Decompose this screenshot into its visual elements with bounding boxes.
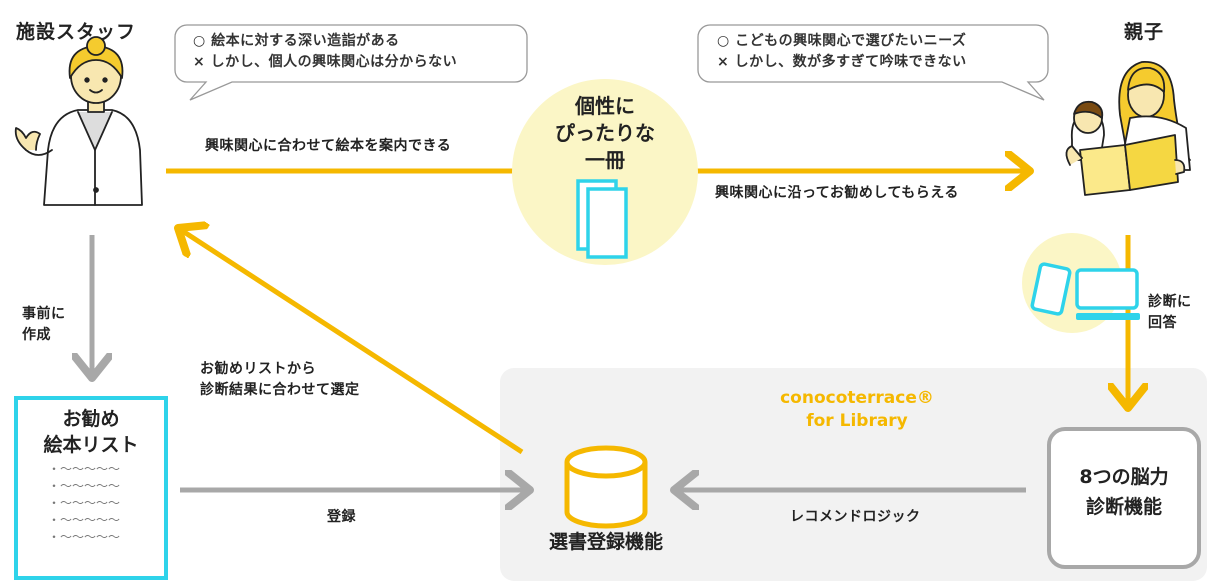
prepare-line-1: 事前に <box>22 306 66 322</box>
parent-bubble-line-2: × しかし、数が多すぎて吟味できない <box>717 54 967 70</box>
answer-label: 診断に 回答 <box>1148 292 1192 334</box>
diagnosis-box <box>1047 427 1201 569</box>
database-label: 選書登録機能 <box>548 531 663 553</box>
list-box-title-line-1: お勧め <box>62 408 120 430</box>
staff-speech-bubble <box>174 24 528 101</box>
recommend-label: 興味関心に沿ってお勧めしてもらえる <box>715 185 959 201</box>
devices-icon <box>1030 262 1140 320</box>
brand-label: conocoterrace® for Library <box>742 387 972 433</box>
staff-bubble-line-1: ○ 絵本に対する深い造詣がある <box>193 33 400 49</box>
prepare-line-2: 作成 <box>22 327 51 343</box>
parent-child-illustration <box>1065 61 1191 196</box>
center-label: 個性に ぴったりな 一冊 <box>520 93 690 174</box>
answer-line-2: 回答 <box>1148 315 1177 331</box>
logic-label: レコメンドロジック <box>790 509 921 525</box>
list-box-title: お勧め 絵本リスト <box>20 406 162 458</box>
select-label: お勧めリストから 診断結果に合わせて選定 <box>200 359 360 401</box>
book-icon <box>576 179 628 259</box>
database-icon <box>564 445 648 529</box>
parent-bubble-line-1: ○ こどもの興味関心で選びたいニーズ <box>717 33 967 49</box>
register-label: 登録 <box>327 509 356 525</box>
parent-speech-bubble <box>697 24 1049 101</box>
brand-sub: for Library <box>806 411 908 431</box>
diagnosis-line-1: 8つの脳力 <box>1079 466 1169 488</box>
list-box-title-line-2: 絵本リスト <box>43 434 139 456</box>
diagnosis-label: 8つの脳力 診断機能 <box>1053 462 1195 522</box>
diagnosis-line-2: 診断機能 <box>1085 496 1162 518</box>
parent-bubble-text: ○ こどもの興味関心で選びたいニーズ × しかし、数が多すぎて吟味できない <box>717 31 967 73</box>
list-item: ・〜〜〜〜〜 <box>48 462 121 476</box>
center-line-2: ぴったりな <box>555 121 655 145</box>
select-line-1: お勧めリストから <box>200 361 316 377</box>
staff-title: 施設スタッフ <box>16 21 137 43</box>
brand-name: conocoterrace® <box>780 388 934 408</box>
staff-bubble-line-2: × しかし、個人の興味関心は分からない <box>193 54 458 70</box>
list-item: ・〜〜〜〜〜 <box>48 530 121 544</box>
list-item: ・〜〜〜〜〜 <box>48 513 121 527</box>
answer-line-1: 診断に <box>1148 294 1192 310</box>
center-circle <box>512 79 698 265</box>
prepare-label: 事前に 作成 <box>22 304 66 346</box>
guide-label: 興味関心に合わせて絵本を案内できる <box>205 138 452 154</box>
list-item: ・〜〜〜〜〜 <box>48 479 121 493</box>
parent-title: 親子 <box>1124 21 1165 43</box>
recommend-list-box <box>14 396 168 580</box>
list-box-items: ・〜〜〜〜〜 ・〜〜〜〜〜 ・〜〜〜〜〜 ・〜〜〜〜〜 ・〜〜〜〜〜 <box>48 461 120 546</box>
center-line-1: 個性に <box>575 94 635 118</box>
select-line-2: 診断結果に合わせて選定 <box>200 382 360 398</box>
list-item: ・〜〜〜〜〜 <box>48 496 121 510</box>
staff-illustration <box>14 36 143 206</box>
staff-bubble-text: ○ 絵本に対する深い造詣がある × しかし、個人の興味関心は分からない <box>193 31 457 73</box>
select-arrow <box>178 228 524 455</box>
service-panel <box>500 368 1207 581</box>
center-line-3: 一冊 <box>585 148 625 172</box>
